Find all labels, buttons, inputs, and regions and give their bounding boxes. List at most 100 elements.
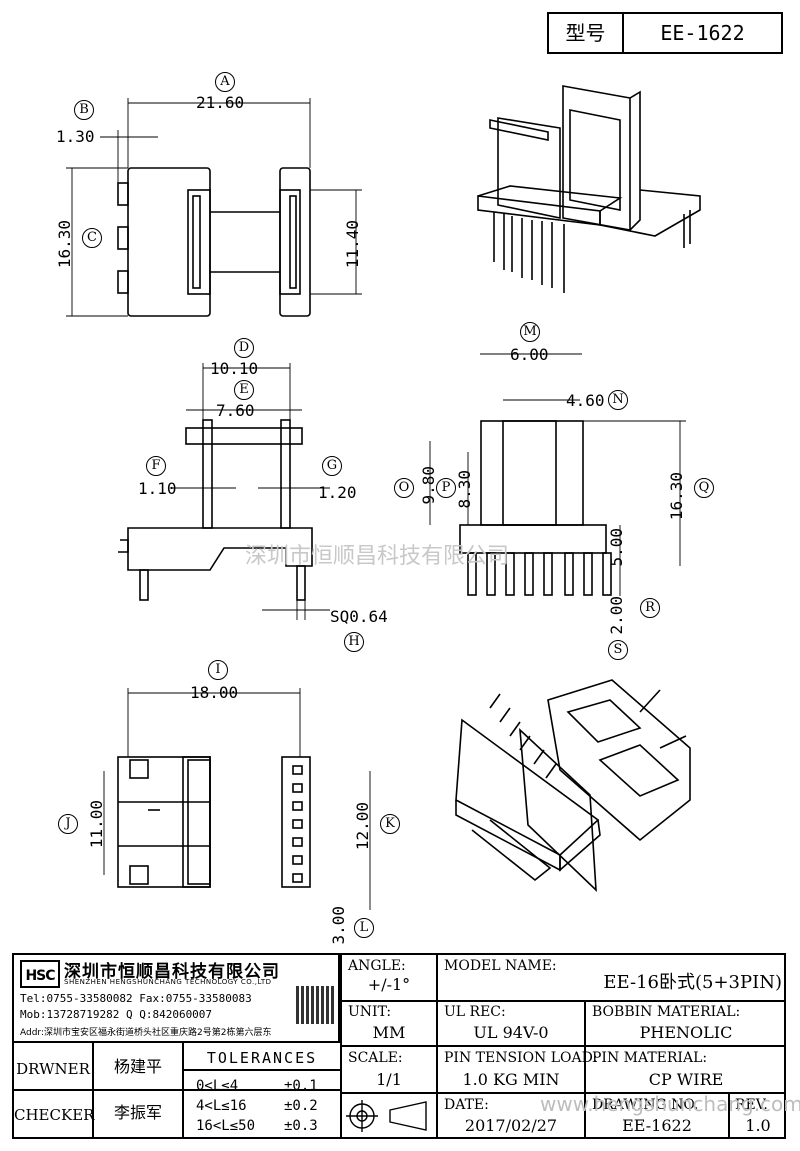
- marker-A: A: [215, 72, 235, 92]
- tolerance-value-1: ±0.1: [284, 1078, 318, 1094]
- scale-label: SCALE:: [348, 1050, 403, 1066]
- dim-I: 18.00: [190, 683, 239, 702]
- marker-B: B: [74, 100, 94, 120]
- vline-6: [728, 1092, 730, 1139]
- tension-label: PIN TENSION LOAD:: [444, 1050, 598, 1066]
- unit-value: MM: [372, 1023, 406, 1042]
- ulrec-label: UL REC:: [444, 1004, 506, 1020]
- marker-J: J: [58, 814, 78, 834]
- tolerances-header: [184, 1043, 340, 1071]
- tension-value: 1.0 KG MIN: [462, 1070, 560, 1089]
- company-logo: HSC: [20, 960, 60, 988]
- iso-view-bottom: [455, 679, 691, 892]
- marker-H: H: [344, 632, 364, 652]
- drawer-row: [14, 1043, 340, 1091]
- front-view: [118, 419, 313, 601]
- dim-H: SQ0.64: [330, 607, 388, 626]
- dim-S: 2.00: [607, 596, 626, 635]
- dim-A: 21.60: [196, 93, 245, 112]
- marker-L: L: [354, 918, 374, 938]
- vline-1: [92, 1043, 94, 1139]
- pinmat-value: CP WIRE: [648, 1070, 724, 1089]
- dim-J: 11.00: [87, 800, 106, 849]
- dim-L: 3.00: [329, 906, 348, 945]
- header-divider: [622, 12, 624, 54]
- bobbin-value: PHENOLIC: [639, 1023, 733, 1042]
- marker-D: D: [234, 338, 254, 358]
- checker-label: CHECKER: [14, 1106, 95, 1124]
- header-box: [547, 12, 783, 54]
- hline-3: [340, 1092, 786, 1094]
- bottom-view: [117, 756, 311, 888]
- rev-label: REV.: [735, 1097, 768, 1113]
- scale-value: 1/1: [376, 1070, 402, 1089]
- angle-value: +/-1°: [367, 975, 411, 994]
- qr-code-icon: [296, 986, 334, 1024]
- tolerances-title: TOLERANCES: [206, 1049, 318, 1067]
- dim-P: 8.30: [455, 470, 474, 509]
- dim-D: 10.10: [210, 359, 259, 378]
- marker-E: E: [234, 380, 254, 400]
- hline-1: [340, 1000, 786, 1002]
- drawno-value: EE-1622: [622, 1116, 692, 1135]
- marker-Q: Q: [694, 478, 714, 498]
- company-mob-qq: Mob:13728719282 Q Q:842060007: [20, 1008, 213, 1021]
- marker-G: G: [322, 456, 342, 476]
- projection-symbol-icon: [346, 1100, 427, 1132]
- side-view: [459, 420, 612, 596]
- marker-N: N: [608, 390, 628, 410]
- marker-P: P: [436, 478, 456, 498]
- bobbin-label: BOBBIN MATERIAL:: [592, 1004, 741, 1020]
- company-name-en: SHENZHEN HENGSHUNCHANG TECHNOLOGY CO.,LT…: [64, 978, 272, 986]
- vline-2: [182, 1043, 184, 1139]
- drawer-name: 杨建平: [113, 1057, 162, 1076]
- ulrec-value: UL 94V-0: [473, 1023, 549, 1042]
- marker-M: M: [520, 322, 540, 342]
- marker-C: C: [82, 228, 102, 248]
- marker-I: I: [208, 660, 228, 680]
- model-value: EE-16卧式(5+3PIN): [603, 972, 782, 993]
- company-tel-fax: Tel:0755-33580082 Fax:0755-33580083: [20, 992, 252, 1005]
- dim-height-inner: 11.40: [343, 220, 362, 269]
- marker-K: K: [380, 814, 400, 834]
- watermark-center: 深圳市恒顺昌科技有限公司: [245, 544, 510, 569]
- drawer-label: DRWNER: [16, 1060, 90, 1078]
- rev-value: 1.0: [745, 1116, 771, 1135]
- company-panel: [14, 955, 340, 1043]
- model-code: EE-1622: [660, 21, 745, 45]
- dim-Q: 16.30: [667, 472, 686, 521]
- technical-drawing: [66, 85, 701, 910]
- model-label: MODEL NAME:: [444, 958, 557, 974]
- dim-M: 6.00: [510, 345, 549, 364]
- date-value: 2017/02/27: [464, 1116, 558, 1135]
- iso-view-top: [477, 85, 701, 293]
- dim-F: 1.10: [138, 479, 177, 498]
- vline-5: [584, 1000, 586, 1139]
- checker-name: 李振军: [113, 1103, 162, 1122]
- watermark-footer: www.hengshunchang.com: [540, 1092, 800, 1116]
- drawno-label: DRAWING NO.: [592, 1097, 699, 1113]
- type-label: 型号: [565, 21, 606, 45]
- marker-R: R: [640, 598, 660, 618]
- dim-R: 5.00: [607, 528, 626, 567]
- unit-label: UNIT:: [348, 1004, 392, 1020]
- dim-E: 7.60: [216, 401, 255, 420]
- date-label: DATE:: [444, 1097, 489, 1113]
- tolerance-range-1: 0<L≤4: [196, 1078, 239, 1094]
- dim-K: 12.00: [353, 802, 372, 851]
- tolerance-value-3: ±0.3: [284, 1118, 318, 1134]
- dim-B: 1.30: [56, 127, 95, 146]
- tolerance-range-3: 16<L≤50: [196, 1118, 256, 1134]
- dim-C: 16.30: [55, 220, 74, 269]
- marker-O: O: [394, 478, 414, 498]
- pinmat-label: PIN MATERIAL:: [592, 1050, 708, 1066]
- marker-S: S: [608, 640, 628, 660]
- top-view: [117, 167, 311, 317]
- marker-F: F: [146, 456, 166, 476]
- company-name-cn: 深圳市恒顺昌科技有限公司: [64, 962, 280, 982]
- company-address: Addr:深圳市宝安区福永街道桥头社区重庆路2号第2栋第六层东: [20, 1028, 272, 1038]
- angle-label: ANGLE:: [348, 958, 406, 974]
- hline-2: [340, 1045, 786, 1047]
- dim-N: 4.60: [566, 391, 605, 410]
- dim-G: 1.20: [318, 483, 357, 502]
